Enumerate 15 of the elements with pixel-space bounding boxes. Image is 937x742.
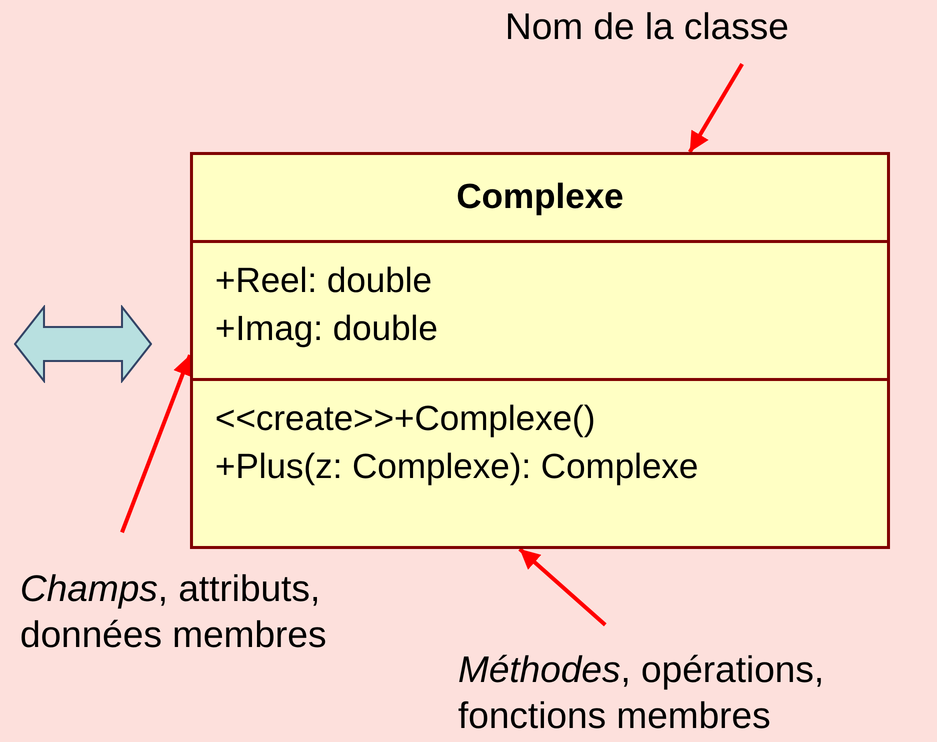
- double-arrow-icon: [14, 305, 152, 383]
- class-name: Complexe: [456, 176, 624, 218]
- callout-label: Nom de la classe: [505, 4, 885, 54]
- attributes-compartment: [190, 240, 890, 381]
- operation-line: <<create>>+Complexe(): [215, 398, 596, 440]
- operations-compartment: [190, 378, 890, 549]
- arrow: [518, 548, 607, 626]
- attribute-line: +Reel: double: [215, 260, 432, 302]
- operation-line: +Plus(z: Complexe): Complexe: [215, 446, 698, 488]
- callout-label: Champs, attributs, données membres: [20, 566, 420, 662]
- arrow: [688, 62, 744, 154]
- callout-label: Méthodes, opérations, fonctions membres: [458, 647, 933, 742]
- arrow: [120, 354, 192, 534]
- class-name-compartment: [190, 152, 890, 243]
- attribute-line: +Imag: double: [215, 308, 438, 350]
